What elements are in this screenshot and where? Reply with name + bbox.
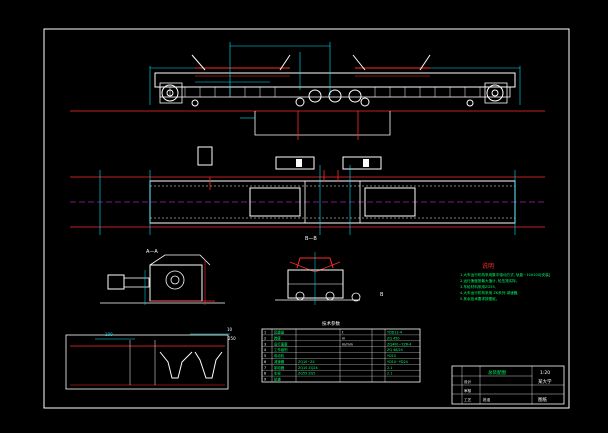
spec-cell: ZG55 ZG5: [298, 372, 315, 376]
spec-cell: 4: [264, 348, 266, 352]
spec-cell: ZQ400~YZR-4: [387, 342, 411, 346]
title-scale: 1:20: [540, 370, 550, 376]
spec-cell: 1: [264, 330, 266, 334]
spec-cell: 跨度: [274, 335, 281, 340]
spec-cell: 6: [264, 360, 266, 364]
spec-cell: 5: [264, 354, 266, 358]
section-aa-view: [100, 254, 225, 305]
spec-cell: YD10~YD24: [387, 360, 408, 364]
spec-cell: 制动器: [274, 365, 285, 370]
detail-view: [65, 333, 230, 390]
spec-cell: ZQ 450: [387, 336, 400, 340]
spec-cell: 车轮: [274, 371, 281, 376]
spec-cell: t: [342, 330, 344, 334]
spec-table: 技术参数 1 起重量 t YDD12-4 2 跨度 m ZQ 450 3 运行速度 m/min ZQ4…: [261, 320, 421, 383]
notes-block: 说明 1.大车运行机构采用集中驱动方式, 轨距~10X200[安装] 2.运行速…: [460, 262, 551, 301]
spec-cell: ZQ10~Z4: [298, 360, 315, 364]
spec-cell: ZQ 48/24: [387, 348, 403, 352]
outer-frame: [43, 28, 570, 409]
spec-cell: 7: [264, 366, 266, 370]
title-row-1: 审核: [464, 388, 472, 393]
label-section-aa: A—A: [146, 249, 158, 255]
title-row-0: 设计: [464, 379, 472, 384]
section-b-view: [275, 252, 361, 305]
spec-table-title: 技术参数: [322, 320, 340, 327]
spec-cell: 减速器: [274, 359, 285, 364]
dim-10: 10: [227, 327, 233, 332]
spec-cell: 电动机: [274, 353, 285, 358]
spec-cell: YDD12-4: [387, 330, 402, 334]
label-b: B: [380, 292, 384, 298]
spec-cell: 轨道: [274, 377, 281, 382]
note-2: 2.运行速度按最大值计, 轮压按实际。: [460, 278, 520, 283]
note-4: 4.大车运行机构采用 ZK系列 减速器,: [460, 290, 518, 295]
title-sheet: 图纸: [538, 396, 547, 403]
spec-cell: 8: [264, 372, 266, 376]
title-row-2: 工艺: [464, 397, 472, 402]
spec-cell: 2: [264, 336, 266, 340]
spec-cell: 2.1: [387, 366, 392, 370]
spec-cell: 工作级别: [274, 347, 288, 352]
spec-cell: 9: [264, 378, 266, 382]
note-5: 5.其余技术要求按图纸。: [460, 296, 499, 301]
elevation-view: [70, 42, 545, 140]
dim-100: 100: [105, 332, 113, 337]
dim-250: 250: [228, 336, 236, 341]
spec-cell: YD10: [387, 354, 396, 358]
note-3: 3.车轮材料采用ZG55,: [460, 284, 496, 289]
title-block: 总装配图 1:20 某大学 图纸 设计 审核 工艺 批准: [451, 365, 565, 405]
title-school: 某大学: [538, 378, 552, 385]
title-drawing-name: 总装配图: [488, 369, 506, 376]
spec-cell: 2.1: [387, 372, 392, 376]
title-row-3: 批准: [483, 397, 491, 402]
note-1: 1.大车运行机构采用集中驱动方式, 轨距~10X200[安装]: [460, 272, 551, 277]
notes-heading: 说明: [482, 262, 494, 270]
spec-cell: 起重量: [274, 329, 285, 334]
spec-cell: m/min: [342, 342, 353, 346]
plan-view: [70, 146, 545, 235]
spec-cell: 3: [264, 342, 266, 346]
label-section-bb: B—B: [305, 236, 317, 242]
spec-cell: 运行速度: [274, 341, 288, 346]
spec-cell: ZQ10 ZQ24: [298, 366, 318, 370]
spec-cell: m: [342, 336, 346, 340]
